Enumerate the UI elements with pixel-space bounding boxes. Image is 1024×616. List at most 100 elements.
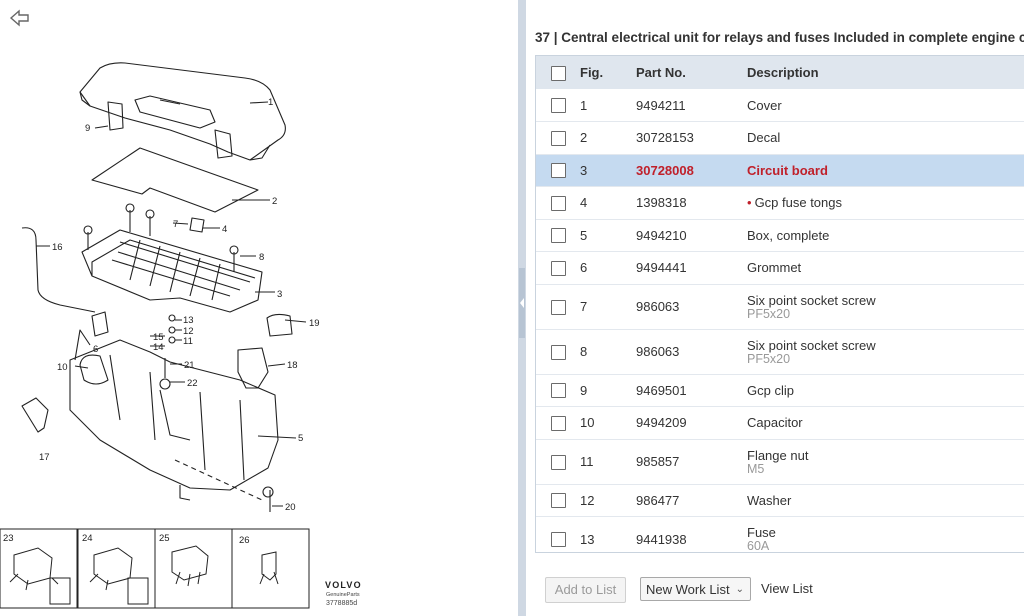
table-row[interactable]: 10 9494209 Capacitor	[536, 407, 1024, 440]
select-all-checkbox[interactable]	[550, 65, 566, 81]
work-list-select[interactable]: New Work List ⌄	[640, 577, 751, 601]
cell-description: •Gcp fuse tongs	[747, 187, 1024, 220]
row-checkbox[interactable]	[550, 299, 566, 315]
cell-part-no[interactable]: 30728008	[636, 162, 694, 178]
cell-part-no[interactable]: 9494209	[636, 415, 687, 431]
cell-description: Gcp clip	[747, 374, 1024, 407]
cell-part-no[interactable]: 9441938	[636, 531, 687, 547]
genuine-parts-label: GenuineParts	[326, 592, 360, 598]
description-text: Six point socket screw	[747, 292, 876, 308]
cell-part-no[interactable]: 986477	[636, 492, 680, 508]
cell-description: Grommet	[747, 252, 1024, 285]
cell-fig: 2	[580, 130, 588, 146]
callout-14: 14	[153, 342, 164, 353]
cell-fig: 12	[580, 492, 595, 508]
table-row[interactable]: 5 9494210 Box, complete	[536, 219, 1024, 252]
cell-part-no[interactable]: 986063	[636, 299, 680, 314]
cell-part-no[interactable]: 1398318	[636, 195, 687, 211]
row-checkbox[interactable]	[550, 260, 566, 276]
description-sub: PF5x20	[747, 306, 791, 321]
view-list-link[interactable]: View List	[761, 581, 813, 596]
cell-part-no[interactable]: 9494441	[636, 260, 687, 276]
callout-19: 19	[309, 318, 320, 329]
collapse-handle[interactable]	[519, 268, 525, 338]
description-text: Box, complete	[747, 227, 830, 243]
row-checkbox[interactable]	[550, 130, 566, 146]
add-to-list-button[interactable]: Add to List	[545, 577, 626, 603]
callout-6: 6	[93, 344, 98, 355]
cell-fig: 5	[580, 227, 588, 243]
bullet-icon: •	[747, 195, 752, 211]
callout-9: 9	[85, 123, 90, 134]
cell-part-no[interactable]: 9469501	[636, 382, 687, 398]
table-row[interactable]: 2 30728153 Decal	[536, 122, 1024, 155]
row-checkbox[interactable]	[550, 454, 566, 470]
work-list-value: New Work List	[646, 582, 730, 597]
cell-description: Capacitor	[747, 407, 1024, 440]
thumb-label-24: 24	[82, 533, 93, 544]
cell-fig: 3	[580, 162, 588, 178]
cell-part-no[interactable]: 985857	[636, 454, 680, 469]
description-sub: 60A	[747, 539, 770, 553]
description-text: Decal	[747, 130, 781, 146]
description-text: Six point socket screw	[747, 337, 876, 353]
callout-3: 3	[277, 289, 282, 300]
cell-fig: 9	[580, 382, 588, 398]
row-checkbox[interactable]	[550, 383, 566, 399]
row-checkbox[interactable]	[550, 163, 566, 179]
section-title: 37 | Central electrical unit for relays …	[535, 30, 1024, 45]
cell-description: Decal	[747, 122, 1024, 155]
cell-part-no[interactable]: 9494211	[636, 97, 686, 113]
row-checkbox[interactable]	[550, 228, 566, 244]
cell-fig: 13	[580, 531, 595, 547]
callout-13: 13	[183, 315, 194, 326]
callout-11: 11	[183, 336, 193, 347]
cell-description: Box, complete	[747, 219, 1024, 252]
table-row[interactable]: 9 9469501 Gcp clip	[536, 374, 1024, 407]
volvo-logo: VOLVO	[325, 580, 362, 590]
back-arrow-icon[interactable]	[9, 9, 31, 27]
callout-10: 10	[57, 362, 68, 373]
description-sub: PF5x20	[747, 351, 791, 366]
row-checkbox[interactable]	[550, 344, 566, 360]
row-checkbox[interactable]	[550, 415, 566, 431]
cell-fig: 10	[580, 415, 595, 431]
parts-diagram-pane: 1 2 3 4 5 6 7 8 9 10 11 12 13 14 15 16 1…	[0, 9, 362, 609]
header-fig: Fig.	[580, 65, 604, 80]
callout-15: 15	[153, 332, 164, 343]
header-part-no: Part No.	[636, 65, 686, 80]
description-text: Cover	[747, 97, 782, 113]
description-sub: M5	[747, 461, 765, 476]
row-checkbox[interactable]	[550, 98, 566, 114]
thumb-label-25: 25	[159, 533, 170, 544]
description-text: Flange nut	[747, 447, 809, 463]
callout-21: 21	[184, 360, 195, 371]
cell-part-no[interactable]: 30728153	[636, 130, 694, 146]
callout-16: 16	[52, 242, 63, 253]
callout-22: 22	[187, 378, 198, 389]
drawing-number: 3778885d	[326, 600, 357, 607]
row-checkbox[interactable]	[550, 493, 566, 509]
cell-description: Circuit board	[747, 154, 1024, 187]
cell-part-no[interactable]: 9494210	[636, 227, 687, 243]
description-text: Grommet	[747, 260, 802, 276]
callout-12: 12	[183, 326, 194, 337]
row-checkbox[interactable]	[550, 532, 566, 548]
table-row[interactable]: 3 30728008 Circuit board	[536, 154, 1024, 187]
table-header-row: Fig. Part No. Description	[536, 56, 1024, 89]
chevron-left-icon	[520, 298, 524, 308]
exploded-diagram: 1 2 3 4 5 6 7 8 9 10 11 12 13 14 15 16 1…	[0, 62, 362, 609]
row-checkbox[interactable]	[550, 195, 566, 211]
cell-part-no[interactable]: 986063	[636, 344, 680, 359]
